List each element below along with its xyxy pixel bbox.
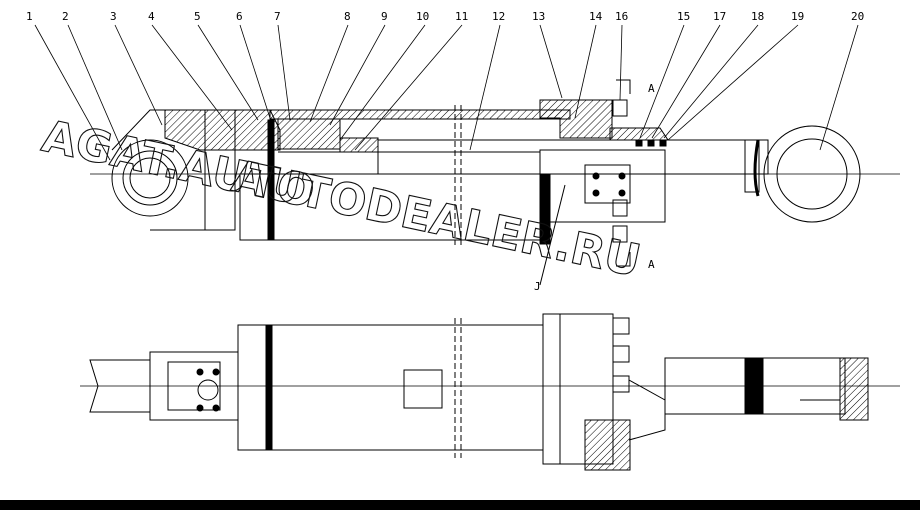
callout-10: 10 xyxy=(416,10,429,23)
bottom-external-view xyxy=(80,313,900,471)
watermark-line-2: AUTODEALER.RU xyxy=(228,151,645,287)
barrel-ring-bottom xyxy=(265,324,273,451)
bottom-black-band xyxy=(0,500,920,510)
rod-black-band xyxy=(744,357,764,415)
detail-label: J xyxy=(534,280,541,293)
callout-9: 9 xyxy=(381,10,388,23)
left-clevis xyxy=(89,359,151,413)
callout-18: 18 xyxy=(751,10,764,23)
callout-13: 13 xyxy=(532,10,545,23)
barrel-wall-hatch xyxy=(269,109,571,120)
callout-labels: 1 2 3 4 5 6 7 8 9 10 11 12 13 14 16 15 1… xyxy=(26,10,864,293)
callout-14: 14 xyxy=(589,10,603,23)
port-block xyxy=(584,164,631,204)
section-label-top: A xyxy=(648,82,655,95)
callout-16: 16 xyxy=(615,10,628,23)
callout-11: 11 xyxy=(455,10,468,23)
callout-7: 7 xyxy=(274,10,281,23)
nameplate xyxy=(403,369,443,409)
barrel-ring xyxy=(267,119,275,241)
clevis-pin xyxy=(197,379,219,401)
callout-3: 3 xyxy=(110,10,117,23)
section-arrow-bottom xyxy=(616,252,631,267)
callout-6: 6 xyxy=(236,10,243,23)
front-head-hatch xyxy=(539,99,613,139)
right-eye-collar xyxy=(753,139,760,197)
callout-4: 4 xyxy=(148,10,155,23)
callout-15: 15 xyxy=(677,10,690,23)
callout-12: 12 xyxy=(492,10,505,23)
section-arrow-top xyxy=(616,79,631,94)
piston-rod xyxy=(377,139,769,175)
callout-5: 5 xyxy=(194,10,201,23)
watermark: AGAT.AUTO AUTODEALER.RU xyxy=(37,110,645,287)
callout-2: 2 xyxy=(62,10,69,23)
port-boss xyxy=(584,419,631,471)
callout-17: 17 xyxy=(713,10,726,23)
rod-end-hatch xyxy=(839,357,869,421)
right-eye-inner xyxy=(776,138,848,210)
callout-1: 1 xyxy=(26,10,33,23)
bolt-1 xyxy=(612,199,628,217)
callout-20: 20 xyxy=(851,10,864,23)
seal-black-band xyxy=(539,173,551,245)
rear-head-face xyxy=(204,109,236,231)
clevis-inner xyxy=(167,361,221,411)
barrel-external xyxy=(237,324,544,451)
gland-hatch xyxy=(609,127,669,141)
bolt-2 xyxy=(612,225,628,243)
left-eye-inner xyxy=(122,150,178,206)
top-section-view xyxy=(90,79,900,286)
section-label-bottom: A xyxy=(648,258,655,271)
left-eye-outer xyxy=(111,139,189,217)
callout-19: 19 xyxy=(791,10,804,23)
rod-end-band xyxy=(744,139,760,193)
left-eye-bore xyxy=(129,157,171,199)
bolt-top xyxy=(612,99,628,117)
callout-8: 8 xyxy=(344,10,351,23)
right-eye-outer xyxy=(763,125,861,223)
piston-hatch xyxy=(277,118,341,150)
callout-leaders xyxy=(34,24,859,161)
